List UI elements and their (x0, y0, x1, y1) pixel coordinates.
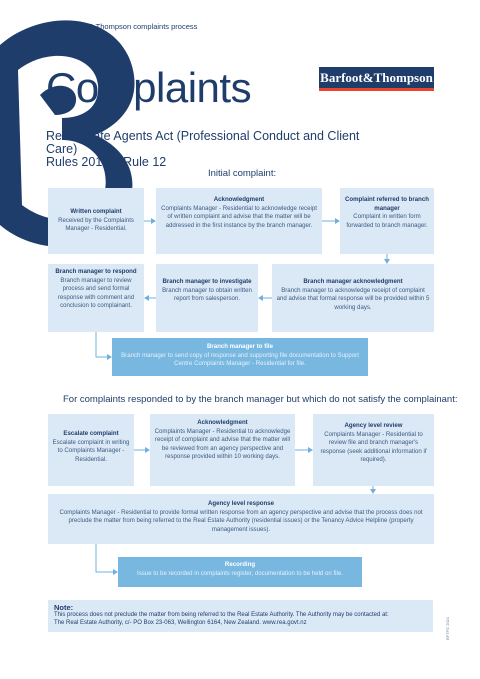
bm-acknowledgment-box: Branch manager acknowledgment Branch man… (272, 264, 434, 332)
page-header: 25 | Barfoot & Thompson complaints proce… (48, 22, 198, 31)
box-body: Received by the Complaints Manager - Res… (58, 216, 134, 233)
box-body: Issue to be recorded in complaints regis… (137, 569, 343, 577)
box-body: Branch manager to send copy of response … (121, 351, 359, 368)
referred-box: Complaint referred to branch manager Com… (340, 188, 434, 254)
box-title: Escalate complaint (63, 430, 119, 437)
box-title: Agency level response (207, 500, 275, 507)
box-title: Recording (224, 561, 256, 568)
file-box: Branch manager to file Branch manager to… (112, 338, 368, 376)
box-title: Complaint referred to branch manager (345, 196, 429, 212)
box-title: Branch manager to file (206, 343, 274, 350)
agency-review-box: Agency level review Complaints Manager -… (313, 414, 434, 486)
box-body: Complaints Manager - Residential to revi… (320, 430, 427, 464)
written-complaint-box: Written complaint Received by the Compla… (48, 188, 144, 254)
box-title: Written complaint (70, 208, 122, 215)
box-title: Agency level review (344, 422, 403, 429)
box-body: Complaints Manager - Residential to ackn… (161, 204, 317, 229)
recording-box: Recording Issue to be recorded in compla… (118, 557, 362, 587)
box-title: Acknowledgment (213, 196, 265, 203)
box-body: Branch manager to review process and sen… (57, 276, 135, 310)
acknowledgment-box: Acknowledgment Complaints Manager - Resi… (156, 188, 322, 254)
agency-response-box: Agency level response Complaints Manager… (48, 494, 434, 544)
vertical-document-code: BFTFG 2021 (445, 616, 450, 640)
box-body: Complaints Manager - Residential to prov… (59, 508, 423, 533)
note-box: Note: This process does not preclude the… (48, 600, 433, 632)
section-heading-initial: Initial complaint: (208, 168, 277, 179)
box-body: Branch manager to acknowledge receipt of… (276, 286, 430, 311)
barfoot-thompson-logo: Barfoot&Thompson (319, 67, 434, 91)
investigate-box: Branch manager to investigate Branch man… (156, 264, 258, 332)
box-title: Branch manager to respond (55, 268, 137, 275)
escalate-box: Escalate complaint Escalate complaint in… (48, 414, 134, 486)
box-title: Acknowledgment (197, 419, 248, 426)
section-heading-unsatisfied: For complaints responded to by the branc… (63, 394, 458, 405)
box-title: Branch manager acknowledgment (303, 278, 403, 285)
box-body: Complaint in written form forwarded to b… (346, 213, 428, 229)
subtitle-line-1: Real Estate Agents Act (Professional Con… (46, 129, 360, 156)
box-body: Complaints Manager - Residential to ackn… (154, 427, 291, 461)
box-body: Branch manager to obtain written report … (162, 286, 252, 303)
respond-box: Branch manager to respond Branch manager… (48, 264, 144, 332)
acknowledgment-box-2: Acknowledgment Complaints Manager - Resi… (150, 414, 295, 486)
note-line-1: This process does not preclude the matte… (54, 612, 389, 618)
box-title: Branch manager to investigate (162, 278, 252, 285)
box-body: Escalate complaint in writing to Complai… (52, 438, 130, 463)
page-subtitle: Real Estate Agents Act (Professional Con… (46, 130, 376, 169)
arrowhead-5 (144, 295, 149, 301)
page-title: Complaints (46, 64, 252, 111)
arrowhead-4 (258, 295, 263, 301)
arrow-respond-to-file (95, 332, 109, 358)
arrow-response-to-recording (95, 544, 115, 573)
subtitle-line-2: Rules 2012 – Rule 12 (46, 155, 167, 169)
note-line-2: The Real Estate Authority, c/- PO Box 23… (54, 619, 307, 626)
note-heading: Note: (54, 603, 74, 612)
